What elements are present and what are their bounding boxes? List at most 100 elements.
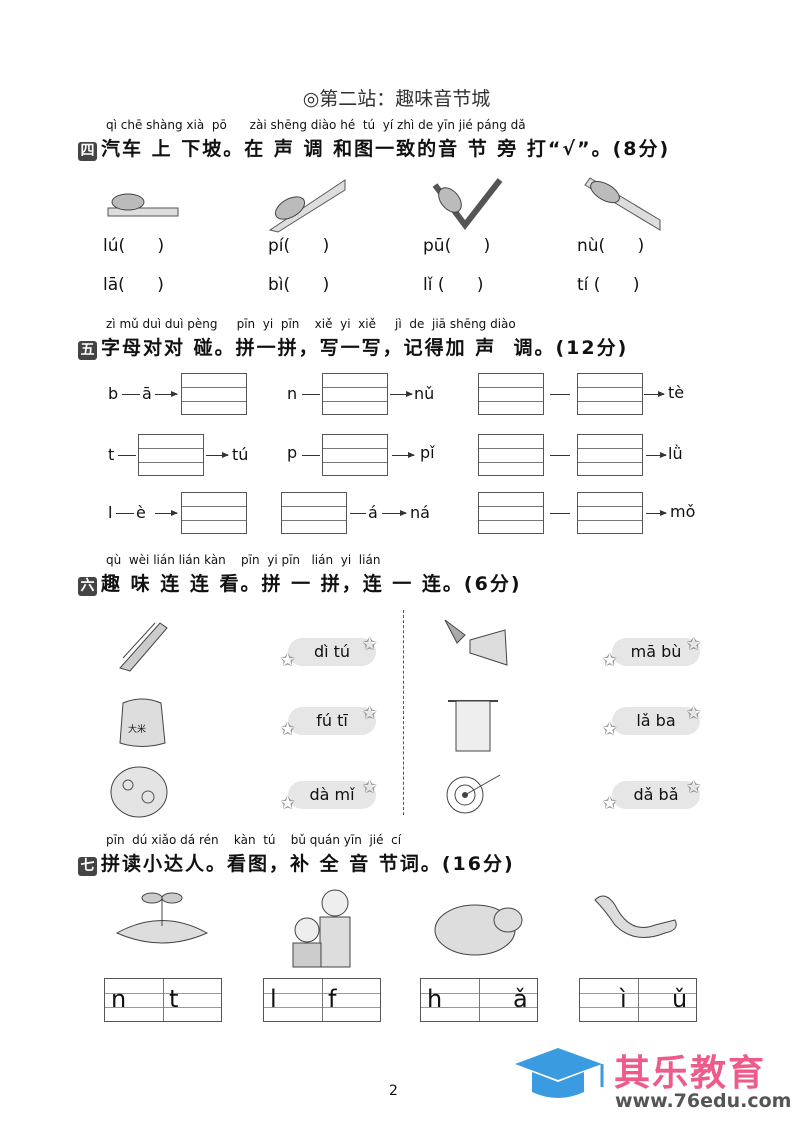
letter: á — [368, 503, 378, 522]
escalator-image[interactable] — [115, 618, 170, 673]
writing-box[interactable] — [322, 434, 388, 476]
letter: tú — [232, 445, 249, 464]
option[interactable]: tí ( ) — [577, 275, 640, 295]
arrow-icon — [155, 391, 178, 397]
writing-box[interactable] — [138, 434, 204, 476]
pinyin-tag[interactable]: lǎ ba — [612, 707, 700, 735]
star-icon: ✩ — [602, 719, 618, 740]
s5-heading: 五字母对对 碰。拼一拼，写一写，记得加 声 调。(12分) — [78, 333, 628, 360]
s6-badge: 六 — [78, 577, 97, 596]
car-slope-images — [107, 177, 661, 233]
s4-heading: 四汽车 上 下坡。在 声 调 和图一致的音 节 旁 打“√”。(8分) — [78, 134, 670, 161]
star-icon: ✩ — [362, 777, 378, 798]
option[interactable]: bì( ) — [268, 275, 330, 295]
s7-heading: 七拼读小达人。看图，补 全 音 节词。(16分) — [78, 849, 515, 876]
car-down-up-icon — [432, 178, 503, 230]
letter: ā — [142, 384, 152, 403]
towel-image[interactable] — [448, 695, 498, 755]
station-title: ◎第二站：趣味音节城 — [302, 88, 491, 110]
letter: mǒ — [670, 502, 696, 521]
arrow-icon — [155, 510, 178, 516]
letter: t — [108, 445, 115, 464]
star-icon: ✩ — [280, 793, 296, 814]
arrow-icon — [646, 452, 667, 458]
arrow-icon — [646, 510, 667, 516]
s6-title: 趣 味 连 连 看。拼 一 拼，连 一 连。(6分) — [101, 573, 522, 595]
letter: pǐ — [420, 443, 435, 462]
sprout-soil-image — [115, 892, 209, 944]
writing-box[interactable] — [577, 373, 643, 415]
s5-badge: 五 — [78, 341, 97, 360]
s5-pinyin: zì mǔ duì duì pèng pīn yi pīn xiě yi xiě… — [106, 317, 516, 331]
option[interactable]: lǐ ( ) — [423, 275, 484, 295]
graduation-cap-icon — [515, 1048, 604, 1098]
pinyin-tag[interactable]: dì tú — [288, 638, 376, 666]
trumpet-image[interactable] — [435, 615, 515, 670]
rice-bag-image[interactable] — [115, 695, 170, 750]
target-image[interactable] — [445, 765, 505, 820]
map-image[interactable] — [108, 765, 170, 820]
star-icon: ✩ — [602, 793, 618, 814]
logo-name: 其乐教育 — [614, 1053, 767, 1094]
s6-pinyin: qù wèi lián lián kàn pīn yi pīn lián yi … — [106, 553, 381, 567]
letter: tè — [668, 383, 685, 402]
writing-box[interactable] — [577, 434, 643, 476]
s6-heading: 六趣 味 连 连 看。拼 一 拼，连 一 连。(6分) — [78, 569, 522, 596]
writing-box[interactable] — [322, 373, 388, 415]
letter: n — [287, 384, 298, 403]
writing-box[interactable] — [478, 434, 544, 476]
star-icon: ✩ — [602, 650, 618, 671]
letter: b — [108, 384, 119, 403]
arrow-icon — [206, 452, 229, 458]
option[interactable]: lā( ) — [103, 275, 164, 295]
star-icon: ✩ — [362, 703, 378, 724]
letter: nǔ — [414, 384, 435, 403]
pinyin-tag[interactable]: dǎ bǎ — [612, 781, 700, 809]
letter: p — [287, 443, 298, 462]
letter: l — [108, 503, 113, 522]
s5-title: 字母对对 碰。拼一拼，写一写，记得加 声 调。(12分) — [101, 337, 629, 359]
s4-pinyin: qì chē shàng xià pō zài shēng diào hé tú… — [106, 118, 526, 132]
pinyin-tag[interactable]: dà mǐ — [288, 781, 376, 809]
gecko-image — [594, 895, 677, 938]
logo-url: www.76edu.com — [615, 1090, 792, 1112]
hippo-image — [434, 904, 523, 956]
arrow-icon — [382, 510, 407, 516]
letter: ná — [410, 503, 430, 522]
letter: è — [136, 503, 146, 522]
divider — [403, 610, 404, 815]
s7-pinyin: pīn dú xiǎo dá rén kàn tú bǔ quán yīn ji… — [106, 833, 402, 847]
star-icon: ✩ — [686, 777, 702, 798]
option[interactable]: pū( ) — [423, 236, 491, 256]
writing-box[interactable] — [181, 492, 247, 534]
car-flat-icon — [107, 193, 179, 217]
star-icon: ✩ — [686, 634, 702, 655]
car-uphill-icon — [268, 179, 346, 233]
star-icon: ✩ — [280, 719, 296, 740]
writing-box[interactable] — [181, 373, 247, 415]
rice-bag-label: 大米 — [128, 725, 147, 735]
writing-box[interactable] — [478, 492, 544, 534]
writing-box[interactable] — [281, 492, 347, 534]
arrow-icon — [390, 391, 413, 397]
s7-title: 拼读小达人。看图，补 全 音 节词。(16分) — [101, 853, 515, 875]
star-icon: ✩ — [686, 703, 702, 724]
s4-badge: 四 — [78, 142, 97, 161]
star-icon: ✩ — [362, 634, 378, 655]
page-number: 2 — [389, 1083, 398, 1099]
writing-box[interactable] — [478, 373, 544, 415]
pinyin-tag[interactable]: mā bù — [612, 638, 700, 666]
option[interactable]: nù( ) — [577, 236, 645, 256]
car-downhill-icon — [584, 177, 661, 231]
letter: lǜ — [668, 444, 683, 463]
pinyin-tag[interactable]: fú tī — [288, 707, 376, 735]
option[interactable]: pí( ) — [268, 236, 330, 256]
writing-box[interactable] — [577, 492, 643, 534]
option[interactable]: lú( ) — [103, 236, 165, 256]
s4-title: 汽车 上 下坡。在 声 调 和图一致的音 节 旁 打“√”。(8分) — [101, 138, 671, 160]
